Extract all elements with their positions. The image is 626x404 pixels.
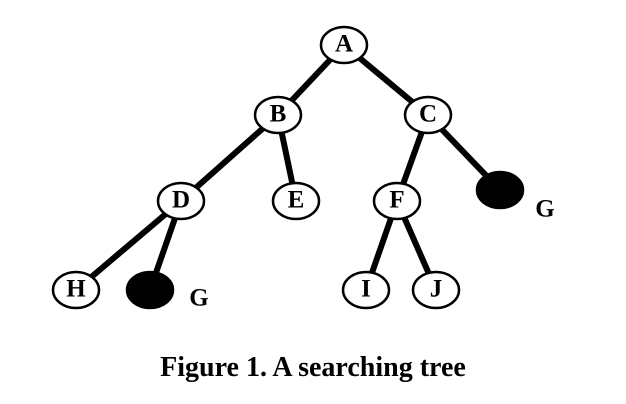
goal-node-label: G <box>189 285 208 312</box>
node-b: B <box>253 95 303 135</box>
node-shape <box>51 270 101 310</box>
nodes-layer: A B C D E F G H G I J <box>51 25 555 312</box>
node-shape <box>271 181 321 221</box>
node-label: I <box>361 276 371 303</box>
node-label: B <box>270 101 287 128</box>
node-shape <box>253 95 303 135</box>
node-shape <box>156 181 206 221</box>
node-d: D <box>156 181 206 221</box>
node-label: C <box>419 101 437 128</box>
node-h: H <box>51 270 101 310</box>
node-i: I <box>341 270 391 310</box>
node-shape <box>403 95 453 135</box>
node-label: H <box>66 276 86 303</box>
goal-node-shape <box>125 270 175 310</box>
node-label: E <box>288 187 305 214</box>
node-label: A <box>335 31 353 58</box>
node-e: E <box>271 181 321 221</box>
node-shape <box>319 25 369 65</box>
node-shape <box>411 270 461 310</box>
node-g1: G <box>475 170 555 223</box>
edges-layer <box>73 42 503 293</box>
goal-node-label: G <box>535 196 554 223</box>
node-c: C <box>403 95 453 135</box>
node-shape <box>341 270 391 310</box>
node-label: J <box>430 276 443 303</box>
node-label: F <box>389 187 404 214</box>
edge-d-h <box>73 198 184 293</box>
node-label: D <box>172 187 190 214</box>
goal-node-shape <box>475 170 525 210</box>
node-j: J <box>411 270 461 310</box>
node-shape <box>372 181 422 221</box>
node-a: A <box>319 25 369 65</box>
node-g2: G <box>125 270 209 312</box>
figure-caption: Figure 1. A searching tree <box>160 352 466 383</box>
node-f: F <box>372 181 422 221</box>
